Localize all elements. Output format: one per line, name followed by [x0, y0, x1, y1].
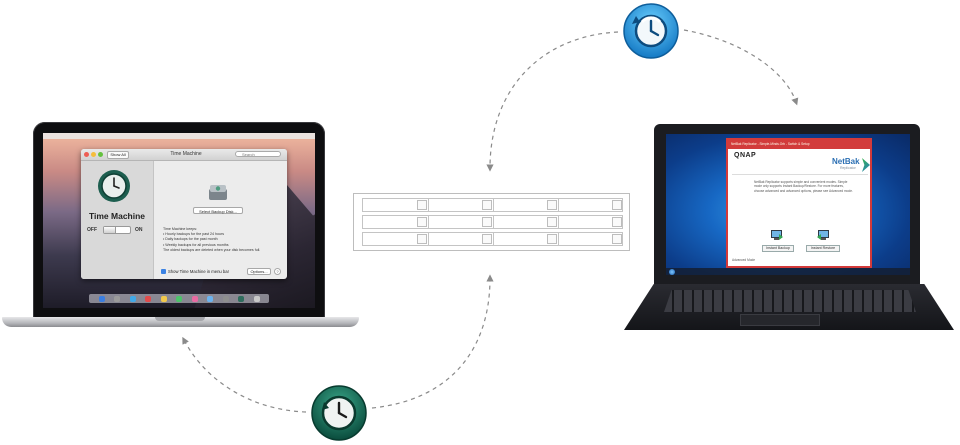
- on-off-toggle[interactable]: [103, 226, 131, 234]
- keyboard: [664, 290, 916, 312]
- select-backup-disk-button[interactable]: Select Backup Disk...: [193, 207, 243, 214]
- time-machine-sidebar: Time Machine OFF ON: [81, 161, 154, 279]
- arrow-badge-to-nas: [486, 31, 619, 172]
- app-name: Time Machine: [88, 211, 146, 221]
- restore-computer-icon: [817, 230, 829, 240]
- touchpad: [740, 314, 820, 326]
- nas-drive-row: [362, 198, 623, 212]
- search-field[interactable]: Search: [235, 151, 281, 157]
- calendar-icon[interactable]: [145, 295, 151, 302]
- trash-icon[interactable]: [253, 295, 260, 302]
- netbak-window: NetBak Replicator - Simple-Minds.Orb - S…: [726, 138, 872, 268]
- divider: [732, 174, 868, 175]
- backup-info: Time Machine keeps: • Hourly backups for…: [163, 227, 281, 253]
- windows-screen: NetBak Replicator - Simple-Minds.Orb - S…: [666, 134, 910, 275]
- qnap-brand: QNAP: [734, 152, 757, 159]
- window-title: Time Machine: [170, 151, 202, 157]
- instant-restore-button[interactable]: Instant Restore: [806, 245, 840, 252]
- bay-divider: [558, 233, 559, 245]
- toggle-on-label: ON: [135, 227, 143, 233]
- drive-latch: [547, 200, 557, 210]
- info-line: The oldest backups are deleted when your…: [163, 247, 261, 252]
- drive-latch: [612, 200, 622, 210]
- time-machine-icon: [98, 170, 130, 202]
- bay-divider: [428, 233, 429, 245]
- drive-latch: [547, 234, 557, 244]
- time-machine-window: Show All Time Machine Search Time Machin…: [81, 149, 287, 279]
- drive-latch: [482, 200, 492, 210]
- arrow-badge-to-mac: [182, 336, 307, 413]
- drive-latch: [547, 217, 557, 227]
- close-icon[interactable]: [84, 152, 89, 157]
- time-machine-dock-icon[interactable]: [238, 295, 244, 302]
- netbak-logo-text: NetBak: [832, 157, 860, 166]
- bay-divider: [558, 216, 559, 228]
- drive-latch: [482, 234, 492, 244]
- arrow-badge-to-nas-bottom: [371, 274, 494, 409]
- info-line: • Hourly backups for the past 24 hours: [163, 232, 224, 237]
- time-machine-badge-icon: [311, 385, 367, 441]
- info-line: Time Machine keeps:: [163, 227, 198, 231]
- minimize-icon[interactable]: [91, 152, 96, 157]
- macbook-notch: [155, 317, 205, 321]
- drive-latch: [417, 217, 427, 227]
- menubar-checkbox-label: Show Time Machine in menu bar: [168, 268, 229, 274]
- launchpad-icon[interactable]: [114, 295, 120, 302]
- instant-backup-button[interactable]: Instant Backup: [762, 245, 794, 252]
- messages-icon[interactable]: [176, 295, 182, 302]
- bay-divider: [493, 216, 494, 228]
- toggle-off-label: OFF: [87, 227, 97, 233]
- macbook-base: [2, 317, 359, 327]
- clock-badge-icon: [623, 3, 679, 59]
- netbak-description: NetBak Replicator supports simple and co…: [754, 180, 853, 193]
- show-all-button[interactable]: Show All: [107, 151, 129, 159]
- menubar-checkbox[interactable]: [161, 269, 166, 274]
- options-button[interactable]: Options...: [247, 268, 271, 275]
- nas-device: [353, 193, 630, 251]
- bay-divider: [428, 199, 429, 211]
- start-button-icon[interactable]: [669, 268, 675, 275]
- bay-divider: [558, 199, 559, 211]
- bay-divider: [493, 233, 494, 245]
- backup-computer-icon: [771, 230, 783, 240]
- mac-menu-bar: [43, 133, 315, 139]
- nas-drive-row: [362, 215, 623, 229]
- notes-icon[interactable]: [160, 295, 167, 302]
- drive-latch: [482, 217, 492, 227]
- toggle-knob[interactable]: [104, 227, 116, 233]
- macbook-screen: Show All Time Machine Search Time Machin…: [43, 133, 315, 308]
- drive-latch: [612, 217, 622, 227]
- appstore-icon[interactable]: [207, 295, 213, 302]
- itunes-icon[interactable]: [191, 295, 198, 302]
- drive-latch: [612, 234, 622, 244]
- bay-divider: [493, 199, 494, 211]
- info-line: • Daily backups for the past month: [163, 237, 218, 242]
- finder-icon[interactable]: [98, 295, 105, 302]
- backup-disk-icon: [209, 185, 227, 200]
- info-line: • Weekly backups for all previous months: [163, 242, 229, 247]
- mac-dock: [89, 294, 269, 303]
- drive-latch: [417, 200, 427, 210]
- help-button[interactable]: ?: [274, 268, 281, 275]
- preferences-icon[interactable]: [222, 295, 229, 302]
- windows-taskbar: [666, 268, 910, 275]
- safari-icon[interactable]: [129, 295, 136, 302]
- arrow-badge-to-windows: [683, 29, 799, 106]
- netbak-logo-subtext: Replicator: [840, 166, 856, 170]
- bay-divider: [428, 216, 429, 228]
- drive-latch: [417, 234, 427, 244]
- zoom-icon[interactable]: [98, 152, 103, 157]
- nas-drive-row: [362, 232, 623, 246]
- netbak-titlebar: NetBak Replicator - Simple-Minds.Orb - S…: [728, 140, 870, 149]
- window-titlebar: Show All Time Machine Search: [81, 149, 287, 161]
- advanced-mode-link[interactable]: Advanced Mode: [732, 258, 756, 262]
- netbak-logo-icon: [862, 158, 870, 172]
